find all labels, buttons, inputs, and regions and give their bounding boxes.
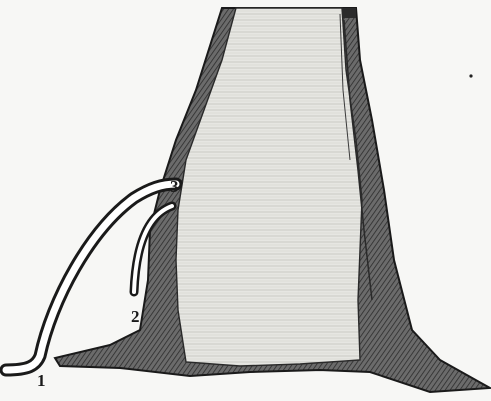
label-three: 3	[170, 177, 179, 196]
upper-band	[342, 8, 356, 18]
label-two: 2	[131, 307, 140, 326]
inner-tube	[176, 8, 362, 366]
label-one: 1	[37, 371, 46, 390]
speck	[469, 74, 472, 77]
